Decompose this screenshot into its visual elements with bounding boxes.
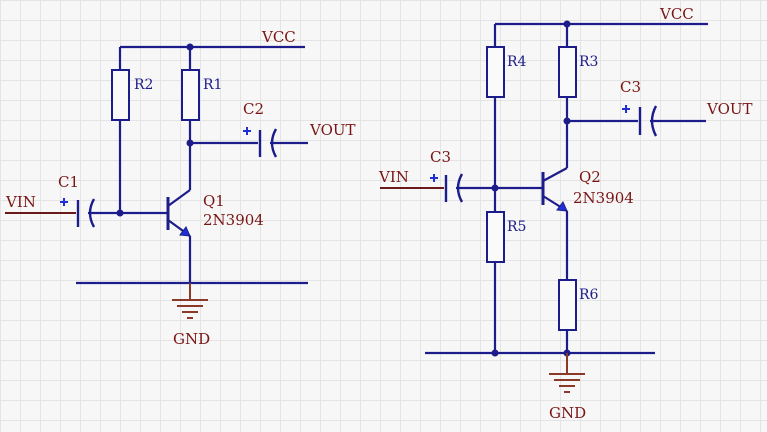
right-vin-label: VIN [378, 168, 409, 186]
left-ground-icon [172, 299, 208, 319]
left-vout-label: VOUT [309, 121, 356, 139]
left-resistor-r1 [181, 69, 200, 121]
right-q2-collector-lead [542, 167, 568, 182]
right-cap-out-label: C3 [620, 78, 641, 96]
left-r1-label: R1 [203, 77, 222, 93]
right-q2-ref: Q2 [579, 168, 601, 186]
right-r3-label: R3 [579, 54, 598, 70]
left-resistor-r2 [111, 69, 130, 121]
left-base-junction [116, 209, 124, 217]
right-cap-in-label: C3 [430, 148, 451, 166]
left-vin-label: VIN [5, 193, 36, 211]
left-c2-label: C2 [243, 100, 264, 118]
right-gnd-junction-left [491, 349, 499, 357]
left-collector-junction [186, 139, 194, 147]
right-q2-emitter-arrow [556, 201, 568, 212]
left-vcc-junction [186, 43, 194, 51]
left-gnd-label: GND [173, 330, 210, 348]
right-ground-icon [549, 373, 585, 393]
right-vout-label: VOUT [706, 100, 753, 118]
right-gnd-label: GND [549, 404, 586, 422]
left-c1-label: C1 [58, 173, 79, 191]
right-r5-label: R5 [507, 219, 526, 235]
right-q2-part: 2N3904 [573, 189, 634, 207]
left-q1-part: 2N3904 [203, 211, 264, 229]
right-resistor-r4 [486, 46, 505, 98]
left-q1-emitter-arrow [179, 226, 191, 237]
left-q1-collector-lead [167, 189, 191, 207]
right-r4-label: R4 [507, 54, 527, 70]
left-q1-ref: Q1 [203, 192, 225, 210]
right-resistor-r3 [558, 46, 577, 98]
right-resistor-r5 [486, 211, 505, 263]
right-circuit: VCC R4 R5 R3 C3 VOUT VIN C3 [378, 5, 753, 422]
left-vcc-label: VCC [261, 28, 296, 46]
left-r2-label: R2 [134, 77, 153, 93]
right-resistor-r6 [558, 279, 577, 331]
right-r6-label: R6 [579, 287, 599, 303]
right-vcc-label: VCC [659, 5, 694, 23]
left-circuit: VCC R2 R1 C2 VOUT VIN C1 [5, 28, 356, 348]
